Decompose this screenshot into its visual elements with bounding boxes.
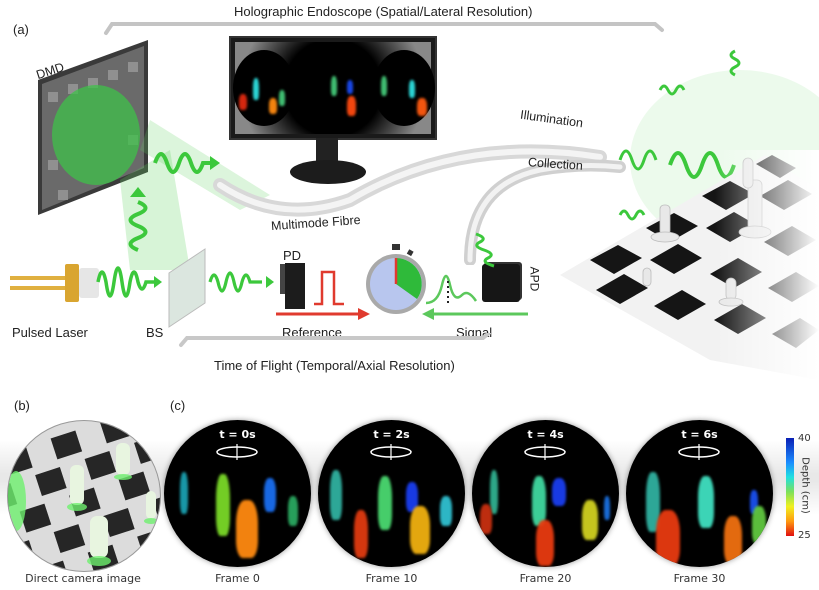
pd-lens	[280, 264, 286, 294]
monitor-base	[290, 160, 366, 184]
dmd-device	[38, 40, 148, 215]
signal-pulse	[425, 274, 478, 305]
apd-label: APD	[527, 266, 542, 292]
colorbar-min: 25	[798, 530, 811, 541]
laser-pulse-wave	[96, 266, 162, 298]
reference-arrow	[276, 308, 370, 320]
colorbar-max: 40	[798, 433, 811, 444]
monitor-screen	[229, 36, 437, 140]
frame-time-label: t = 0s	[219, 428, 256, 441]
rotation-icon	[678, 444, 720, 460]
pd-detector	[285, 263, 305, 309]
pulsed-laser-label: Pulsed Laser	[12, 325, 88, 340]
depth-frame-30: t = 6s	[626, 420, 773, 567]
frame-20-caption: Frame 20	[519, 572, 572, 585]
pd-label: PD	[283, 248, 302, 263]
bottom-bracket-title: Time of Flight (Temporal/Axial Resolutio…	[214, 358, 455, 373]
beam-splitter-label: BS	[146, 325, 164, 340]
frame-time-label: t = 2s	[373, 428, 410, 441]
depth-frame-10: t = 2s	[318, 420, 465, 567]
pulsed-laser	[10, 264, 99, 302]
rotation-icon	[216, 444, 258, 460]
top-bracket-title: Holographic Endoscope (Spatial/Lateral R…	[234, 4, 533, 19]
depth-frame-0: t = 0s	[164, 420, 311, 567]
panel-b-label: (b)	[14, 398, 30, 413]
collection-helix	[475, 232, 495, 268]
frame-10-caption: Frame 10	[365, 572, 418, 585]
rotation-icon	[370, 444, 412, 460]
frame-time-label: t = 4s	[527, 428, 564, 441]
frame-30-caption: Frame 30	[673, 572, 726, 585]
frame-0-caption: Frame 0	[215, 572, 260, 585]
stopwatch-icon	[366, 244, 426, 314]
chessboard	[560, 150, 819, 380]
direct-camera-image	[7, 420, 161, 572]
panel-c-label: (c)	[170, 398, 186, 413]
helix-wave-dmd	[153, 152, 220, 174]
wave-to-pd	[208, 271, 274, 293]
depth-frame-20: t = 4s	[472, 420, 619, 567]
depth-colorbar	[786, 438, 794, 536]
direct-camera-caption: Direct camera image	[25, 572, 141, 585]
bottom-bracket-line	[179, 333, 491, 347]
frame-time-label: t = 6s	[681, 428, 718, 441]
signal-arrow	[422, 308, 528, 320]
helix-wave-up	[128, 187, 148, 252]
beam-splitter	[168, 248, 206, 328]
apd-detector	[482, 264, 520, 302]
panel-a-label: (a)	[13, 22, 29, 37]
reference-pulse	[314, 270, 344, 306]
top-bracket-line	[104, 22, 664, 35]
colorbar-label: Depth (cm)	[799, 457, 811, 514]
rotation-icon	[524, 444, 566, 460]
